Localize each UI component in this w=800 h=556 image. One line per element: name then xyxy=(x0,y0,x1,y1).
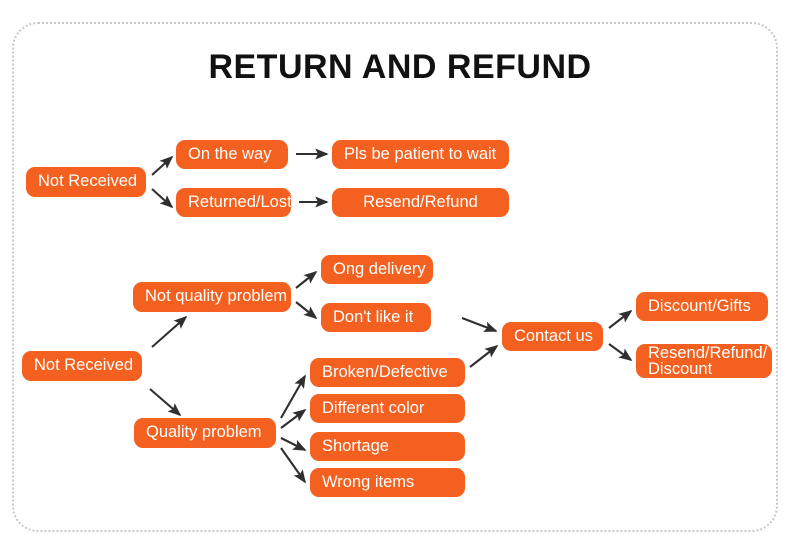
arrow-notquality-dontlikeit xyxy=(295,301,318,320)
arrow-quality-shortage xyxy=(280,437,307,451)
node-not-received-bottom[interactable]: Not Received xyxy=(22,351,142,381)
arrow-notquality-ongdelivery xyxy=(295,270,318,289)
page-title: RETURN AND REFUND xyxy=(208,48,592,86)
arrow-notreceived-returnedlost xyxy=(151,188,174,209)
node-broken-defective[interactable]: Broken/Defective xyxy=(310,358,465,387)
node-wrong-items[interactable]: Wrong items xyxy=(310,468,465,497)
arrow-dontlikeit-contactus xyxy=(461,317,498,332)
node-pls-be-patient-to-wait[interactable]: Pls be patient to wait xyxy=(332,140,509,169)
node-discount-gifts[interactable]: Discount/Gifts xyxy=(636,292,768,321)
arrow-notreceived-ontheway xyxy=(151,155,174,176)
arrow-notreceived-notqualityproblem xyxy=(151,315,188,348)
arrow-quality-brokendefective xyxy=(280,374,306,419)
node-quality-problem[interactable]: Quality problem xyxy=(134,418,276,448)
node-not-received-top[interactable]: Not Received xyxy=(26,167,146,197)
arrow-notreceived-qualityproblem xyxy=(149,388,182,417)
node-resend-refund-discount[interactable]: Resend/Refund/ Discount xyxy=(636,344,772,378)
node-resend-refund[interactable]: Resend/Refund xyxy=(332,188,509,217)
node-returned-lost[interactable]: Returned/Lost xyxy=(176,188,292,217)
node-on-the-way[interactable]: On the way xyxy=(176,140,288,169)
arrow-quality-wrongitems xyxy=(280,447,306,484)
node-shortage[interactable]: Shortage xyxy=(310,432,465,461)
node-ong-delivery[interactable]: Ong delivery xyxy=(321,255,433,284)
arrow-brokendefective-contactus xyxy=(469,344,499,368)
arrow-contactus-resendrefunddiscount xyxy=(608,343,633,361)
node-contact-us[interactable]: Contact us xyxy=(502,322,603,351)
arrow-contactus-discountgifts xyxy=(608,309,633,329)
node-not-quality-problem[interactable]: Not quality problem xyxy=(133,282,291,312)
node-different-color[interactable]: Different color xyxy=(310,394,465,423)
arrow-quality-differentcolor xyxy=(280,408,307,429)
node-dont-like-it[interactable]: Don't like it xyxy=(321,303,431,332)
